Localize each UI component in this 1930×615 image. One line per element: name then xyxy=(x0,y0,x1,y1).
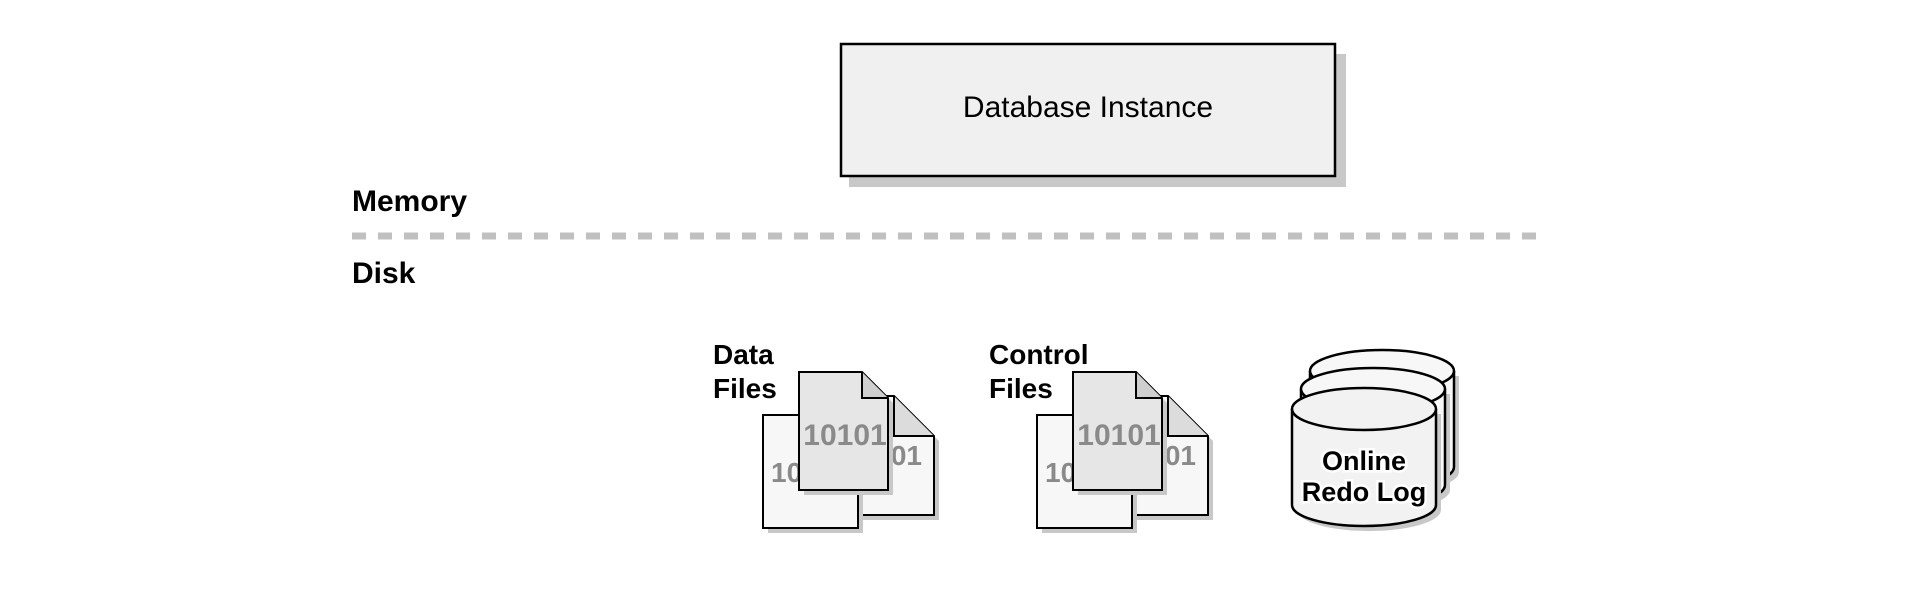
redo-log-label-line2: Redo Log xyxy=(1302,477,1426,507)
cylinder-front: Online Redo Log xyxy=(1290,386,1441,531)
control-files-front-bits: 10101 xyxy=(1077,419,1160,452)
data-files-label-line1: Data xyxy=(713,339,774,370)
data-files-label-line2: Files xyxy=(713,373,777,404)
instance-label: Database Instance xyxy=(963,91,1213,124)
data-files-back-bits-right: 01 xyxy=(891,440,922,471)
data-files-back-bits-left: 10 xyxy=(771,457,802,488)
file-page-front: 10101 xyxy=(798,371,893,495)
data-files-group: Data Files 01 10 10101 xyxy=(713,339,939,533)
file-page-front: 10101 xyxy=(1072,371,1167,495)
control-files-label-line2: Files xyxy=(989,373,1053,404)
instance-rect xyxy=(839,42,1337,178)
control-files-back-bits-right: 01 xyxy=(1165,440,1196,471)
control-files-back-bits-left: 10 xyxy=(1045,457,1076,488)
control-files-group: Control Files 01 10 10101 xyxy=(989,339,1213,533)
online-redo-log-group: Online Redo Log xyxy=(1290,348,1459,531)
data-files-front-bits: 10101 xyxy=(803,419,886,452)
control-files-label-line1: Control xyxy=(989,339,1089,370)
disk-label: Disk xyxy=(352,257,416,290)
redo-log-label-line1: Online xyxy=(1322,446,1406,476)
memory-label: Memory xyxy=(352,185,467,218)
database-instance-box: Database Instance xyxy=(839,42,1346,187)
